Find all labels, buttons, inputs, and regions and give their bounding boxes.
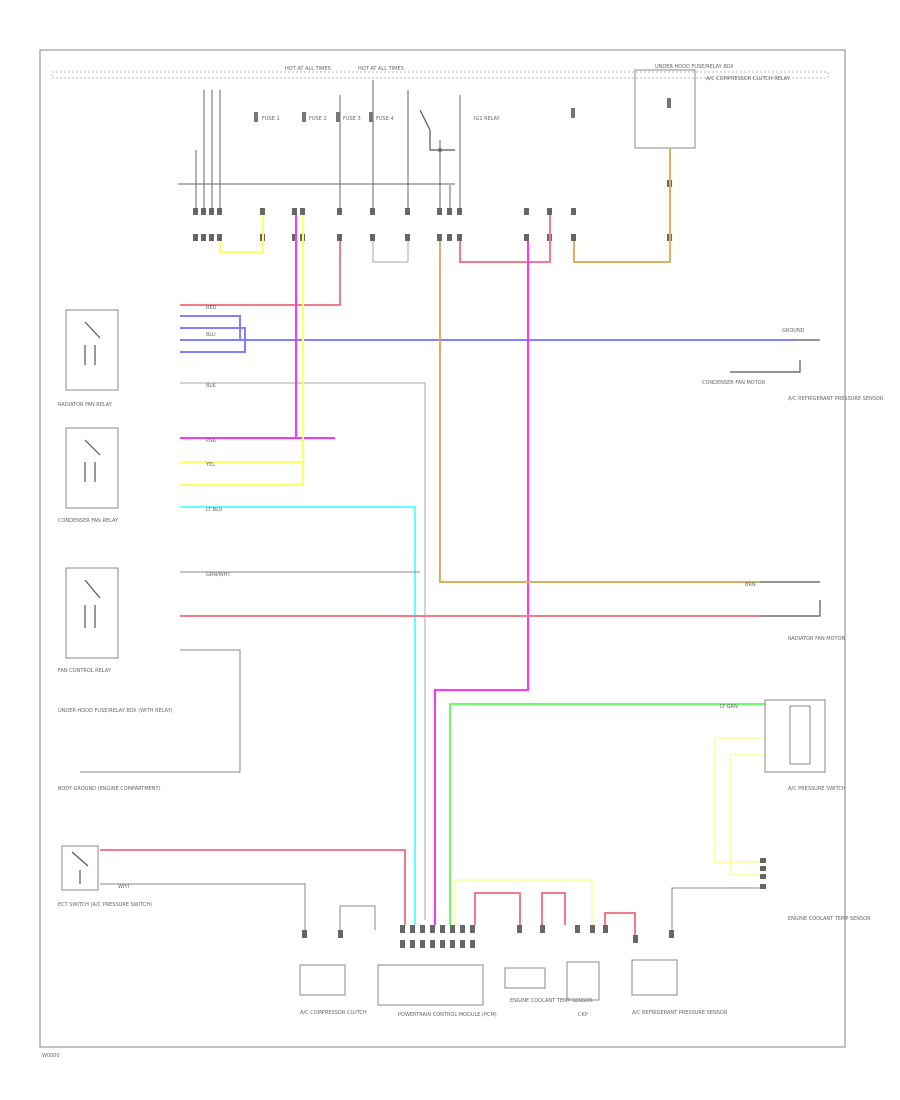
- wire-tag-ltblu: LT BLU: [206, 507, 223, 513]
- top-relay-switch: [419, 109, 455, 151]
- fuse-box-top-right: [634, 69, 696, 149]
- wire-yellow-top-short: [219, 215, 264, 253]
- wire-gray-bottom: [100, 883, 760, 930]
- ac-pressure-switch-box: [764, 699, 826, 773]
- fuse-icons: [254, 98, 671, 122]
- rad-fan-motor-lead: [760, 581, 821, 617]
- wire-gray-top-short: [372, 241, 409, 263]
- wire-tag-wht: WHT: [118, 884, 131, 890]
- fan-control-relay-switch: [84, 579, 101, 628]
- wire-tag-brn: BRN: [745, 582, 756, 588]
- pcm-pins: [400, 925, 475, 948]
- under-hood-box-label: UNDER-HOOD FUSE/RELAY BOX (WITH RELAY): [58, 708, 173, 714]
- wire-tag-grnwht: GRN/WHT: [206, 572, 231, 578]
- wire-blue-relay1: [180, 315, 795, 353]
- page-footer: W0000: [42, 1053, 60, 1059]
- fuse-4-label: FUSE 4: [376, 116, 394, 122]
- radiator-fan-relay-switch: [84, 321, 101, 365]
- ac-clutch-label: A/C COMPRESSOR CLUTCH: [300, 1010, 367, 1016]
- ig-relay-label: IG1 RELAY: [474, 116, 501, 122]
- wire-yellow: [180, 215, 304, 486]
- engine-sensor-box: [504, 967, 546, 989]
- fuse-box-relay-label: A/C COMPRESSOR CLUTCH RELAY: [706, 76, 791, 82]
- ckp-box: [566, 961, 600, 1001]
- wire-tag-grn: LT GRN: [720, 704, 738, 710]
- ac-clutch-box: [299, 964, 346, 996]
- fan-control-relay-label: FAN CONTROL RELAY: [58, 668, 112, 674]
- cond-fan-motor-lead: [730, 339, 820, 373]
- wire-red-bottom: [100, 849, 636, 935]
- wire-magenta: [180, 215, 529, 925]
- engine-sensor-label: ENGINE COOLANT TEMP SENSOR: [510, 998, 593, 1004]
- fuse-2-label: FUSE 2: [309, 116, 327, 122]
- wire-red-top: [459, 215, 551, 263]
- ac-refrig-sensor-label: A/C REFRIGERANT PRESSURE SENSOR: [632, 1010, 728, 1016]
- cond-fan-motor-label: CONDENSER FAN MOTOR: [702, 380, 766, 386]
- wire-green: [449, 703, 765, 925]
- wire-tag-blk: BLK: [206, 383, 216, 389]
- connector-row-top: [193, 180, 672, 215]
- fuse-3-label: FUSE 3: [343, 116, 361, 122]
- pcm-box: [377, 964, 484, 1006]
- bottom-connectors: [302, 925, 674, 943]
- condenser-fan-relay-label: CONDENSER FAN RELAY: [58, 518, 119, 524]
- condenser-fan-relay-switch: [84, 439, 101, 482]
- top-label-fuse-b: HOT AT ALL TIMES: [358, 66, 404, 72]
- ect-switch-label: ECT SWITCH (A/C PRESSURE SWITCH): [58, 902, 152, 908]
- fuse-stems: [195, 80, 461, 210]
- fuse-1-label: FUSE 1: [262, 116, 280, 122]
- ect-switch-contact: [71, 851, 89, 884]
- wire-gray-relay1: [180, 382, 426, 920]
- rad-fan-motor-label: RADIATOR FAN MOTOR: [788, 636, 846, 642]
- pcm-label: POWERTRAIN CONTROL MODULE (PCM): [398, 1012, 497, 1018]
- right-connector-stack: [760, 858, 766, 889]
- top-relay-node: [438, 148, 442, 152]
- body-ground-label: BODY GROUND (ENGINE COMPARTMENT): [58, 786, 161, 792]
- fuse-box-label: UNDER-HOOD FUSE/RELAY BOX: [655, 64, 734, 70]
- wire-gray-fanctrl: [80, 649, 241, 773]
- radiator-fan-relay-label: RADIATOR FAN RELAY: [58, 402, 113, 408]
- wire-brown-top: [573, 148, 671, 263]
- condenser-fan-relay-box: [65, 427, 119, 509]
- ecm-label: ENGINE COOLANT TEMP SENSOR: [788, 916, 871, 922]
- radiator-fan-relay-box: [65, 309, 119, 391]
- wire-tag-pnk: PNK: [206, 438, 217, 444]
- ckp-label: CKP: [578, 1012, 588, 1018]
- inner-dashed-frame: [51, 71, 829, 79]
- wire-tag-red: RED: [206, 305, 217, 311]
- fan-control-relay-box: [65, 567, 119, 659]
- wire-lightyellow-right: [454, 737, 765, 925]
- connector-row-mid: [193, 234, 672, 241]
- ect-switch-box: [61, 845, 99, 891]
- ac-refrig-sensor-box: [631, 959, 678, 996]
- wire-cyan: [180, 506, 416, 925]
- top-label-fuse-a: HOT AT ALL TIMES: [285, 66, 331, 72]
- refrig-sensor-label-right: A/C REFRIGERANT PRESSURE SENSOR: [788, 396, 884, 402]
- wire-red-relay1: [180, 241, 341, 306]
- ac-pressure-switch-label: A/C PRESSURE SWITCH: [788, 786, 846, 792]
- wire-brown-long: [439, 241, 760, 583]
- wire-tag-yel: YEL: [205, 462, 215, 468]
- diagram-frame: [39, 49, 846, 1048]
- ac-pressure-switch-inner: [789, 705, 811, 765]
- wire-tag-blu: BLU: [206, 332, 216, 338]
- ground-label-top-right: GROUND: [782, 328, 805, 334]
